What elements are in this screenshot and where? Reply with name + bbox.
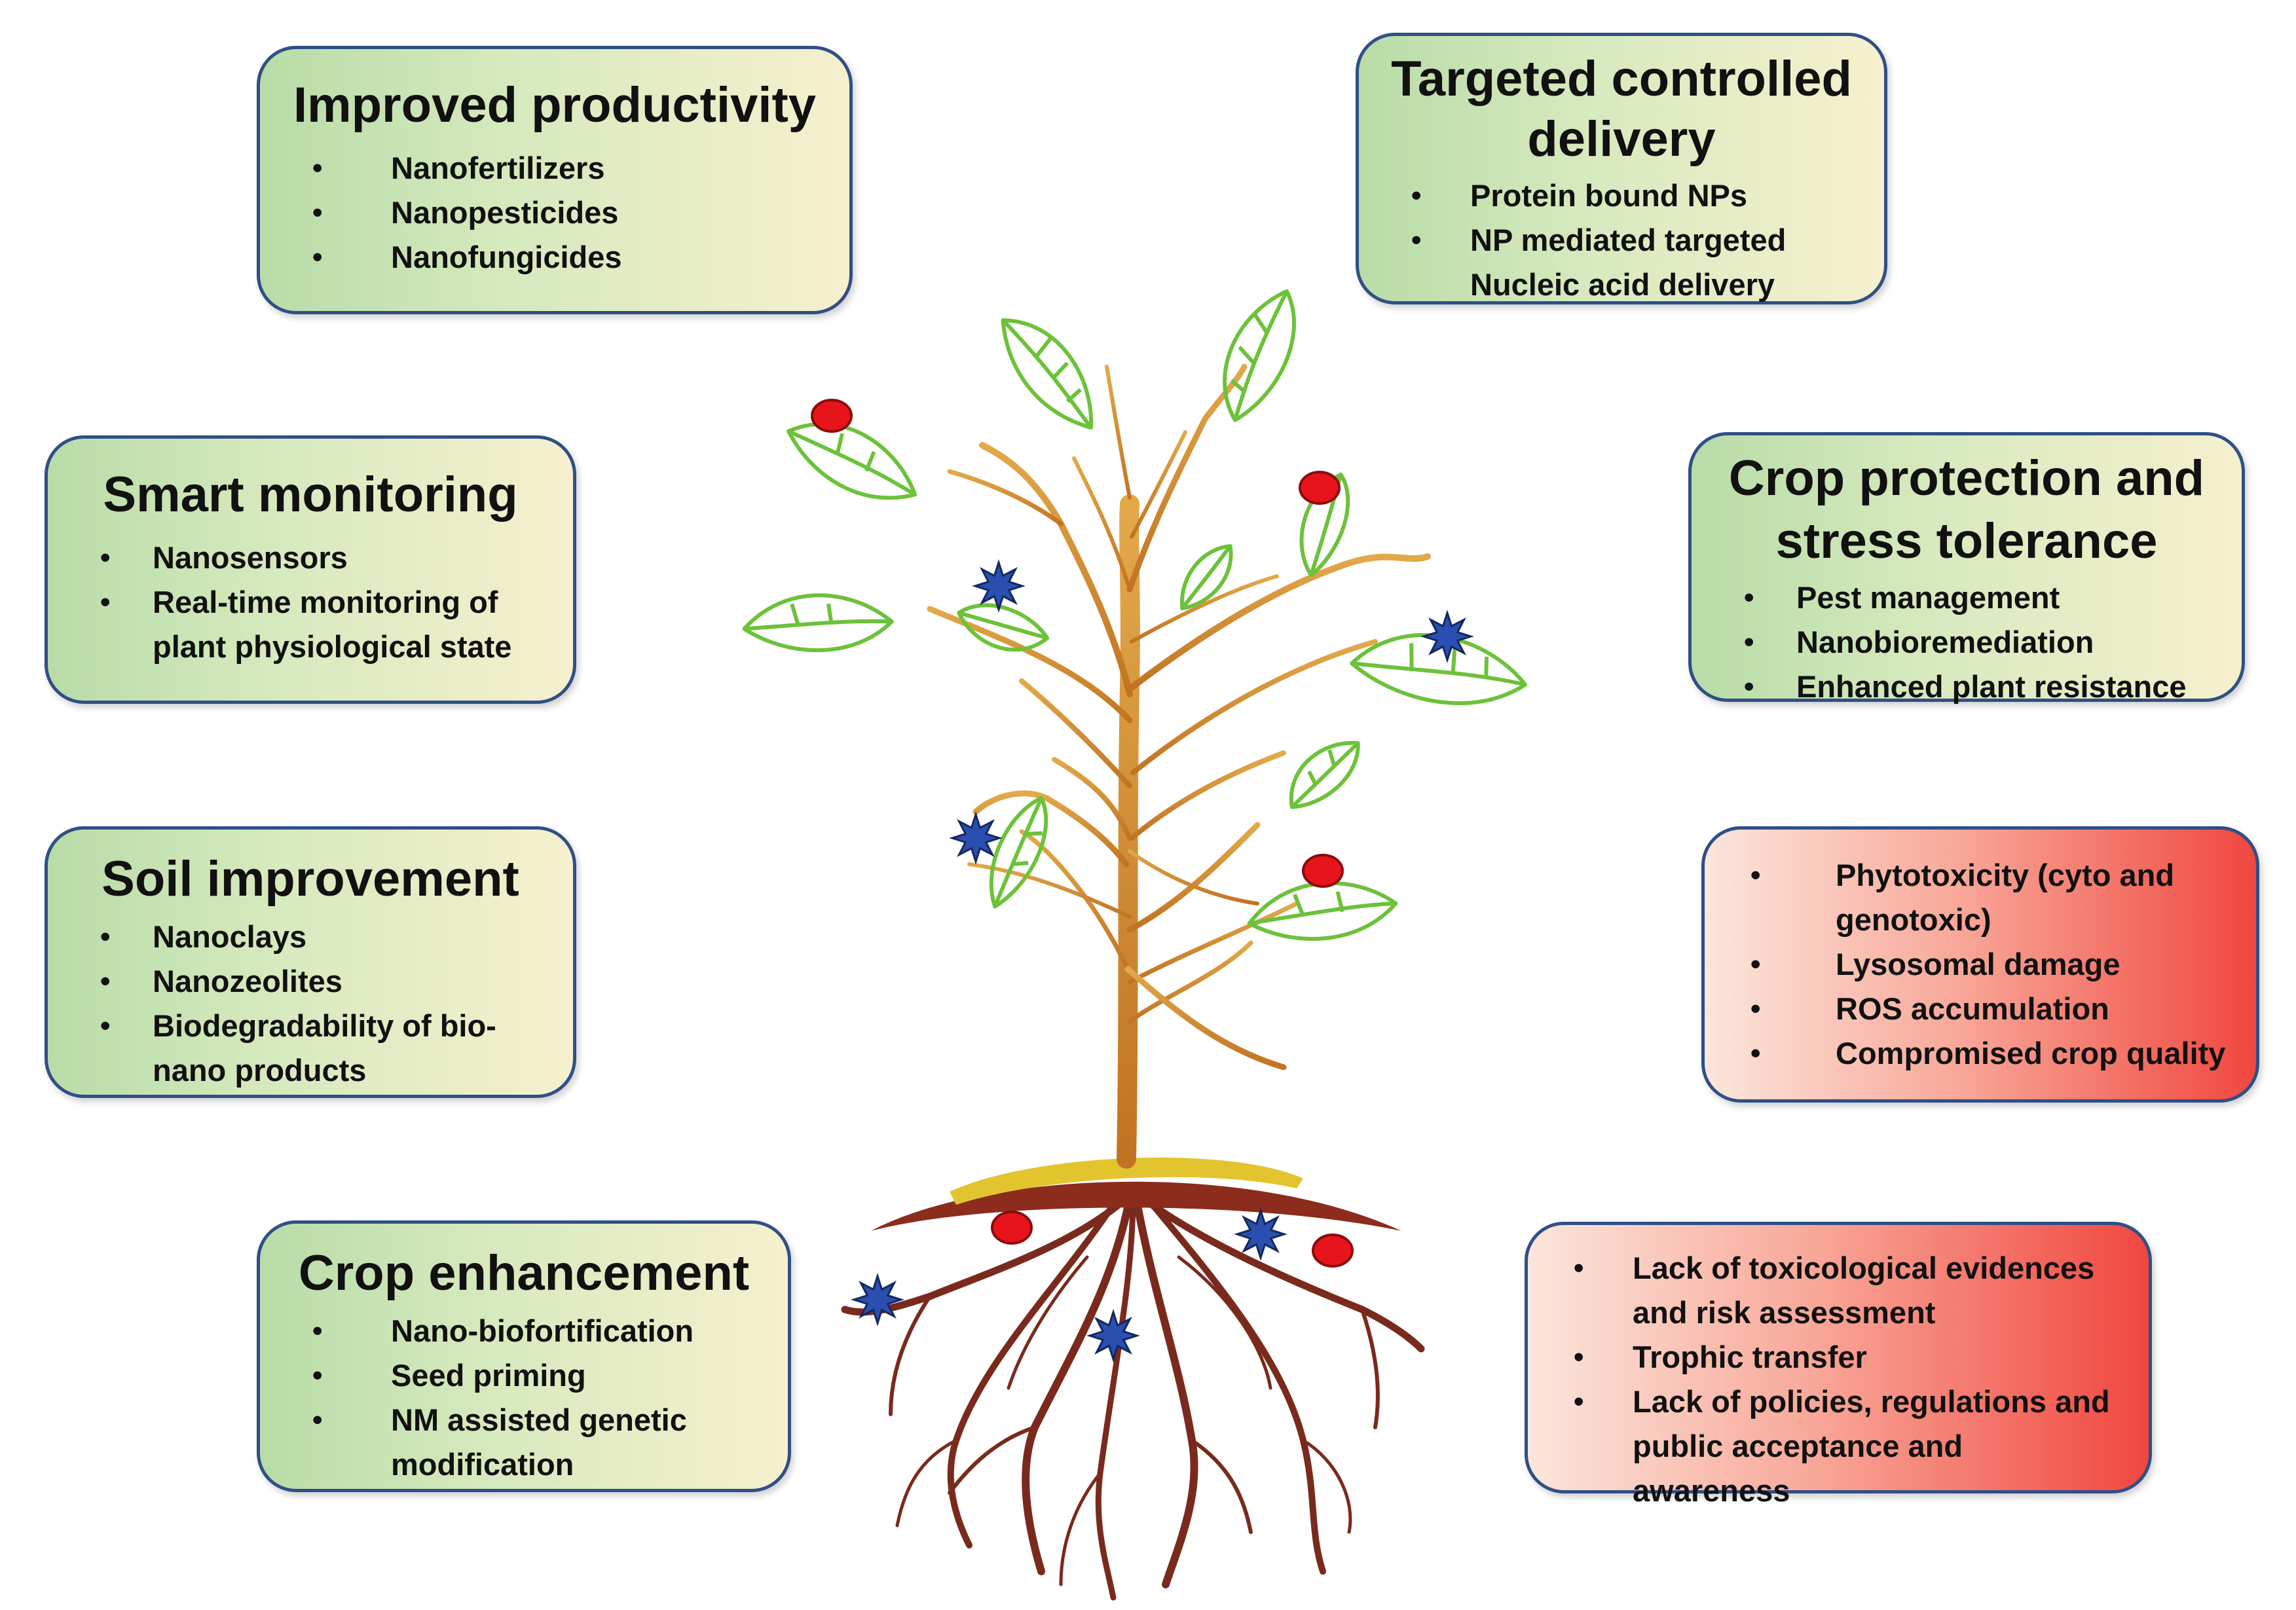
- crop-protection-box: Crop protection and stress tolerance Pes…: [1688, 432, 2245, 709]
- red-particle: [811, 399, 853, 433]
- trunk-branches: [927, 363, 1431, 1169]
- crop-protection-list: Pest management Nanobioremediation Enhan…: [1718, 576, 2215, 709]
- targeted-delivery-title-line1: Targeted controlled: [1391, 51, 1852, 107]
- red-particle: [1302, 854, 1344, 888]
- list-item: Pest management: [1718, 576, 2215, 620]
- blue-particle: [851, 1273, 904, 1326]
- crop-protection-title: Crop protection and stress tolerance: [1718, 447, 2215, 573]
- list-item: Lack of toxicological evidences: [1554, 1246, 2122, 1290]
- improved-productivity-title: Improved productivity: [293, 77, 817, 133]
- leaf: [989, 796, 1048, 909]
- list-item: Lack of policies, regulations and: [1554, 1380, 2122, 1424]
- list-item-continued: plant physiological state: [153, 629, 512, 664]
- list-item-continued: public acceptance and awareness: [1633, 1429, 1963, 1508]
- roots: [841, 1194, 1425, 1601]
- blue-particle: [1234, 1207, 1287, 1261]
- blue-particle: [1086, 1309, 1140, 1363]
- list-item: Nanosensors: [74, 536, 547, 580]
- list-item: Nanoclays: [74, 915, 547, 959]
- crop-protection-title-line1: Crop protection and: [1728, 450, 2205, 506]
- risks-box: Lack of toxicological evidences and risk…: [1525, 1222, 2152, 1508]
- improved-productivity-list: Nanofertilizers Nanopesticides Nanofungi…: [286, 146, 823, 280]
- list-item: NM assisted genetic: [286, 1398, 762, 1442]
- blue-particle: [949, 811, 1003, 865]
- list-item: Lysosomal damage: [1731, 942, 2230, 987]
- blue-particle: [972, 559, 1026, 613]
- leaf: [1350, 633, 1528, 705]
- soil-layer: [871, 1181, 1401, 1231]
- list-item: Compromised crop quality: [1731, 1031, 2230, 1076]
- leaf: [957, 603, 1050, 652]
- list-item-continued: genotoxic): [1836, 902, 1991, 937]
- red-particle: [1299, 471, 1341, 505]
- crop-enhancement-title: Crop enhancement: [298, 1245, 750, 1301]
- crop-protection-title-line2: stress tolerance: [1775, 513, 2158, 569]
- list-item: Protein bound NPs: [1385, 174, 1858, 218]
- targeted-delivery-title-line2: delivery: [1527, 111, 1716, 167]
- list-item: Phytotoxicity (cyto and: [1731, 853, 2230, 898]
- list-item: Nanofertilizers: [286, 146, 823, 191]
- list-item: Nanobioremediation: [1718, 620, 2215, 665]
- smart-monitoring-title: Smart monitoring: [103, 467, 518, 522]
- list-item: Seed priming: [286, 1353, 762, 1398]
- list-item: Biodegradability of bio-: [74, 1004, 547, 1048]
- blue-particle: [1420, 610, 1474, 663]
- list-item: Enhanced plant resistance: [1718, 665, 2215, 709]
- leaf: [742, 593, 894, 653]
- list-item-continued: Nucleic acid delivery: [1470, 267, 1775, 302]
- targeted-delivery-title: Targeted controlled delivery: [1385, 49, 1858, 170]
- list-item: Nanofungicides: [286, 235, 823, 280]
- leaves: [742, 289, 1528, 941]
- soil-improvement-list: Nanoclays Nanozeolites Biodegradability …: [74, 915, 547, 1093]
- leaf: [1179, 544, 1233, 611]
- targeted-delivery-box: Targeted controlled delivery Protein bou…: [1356, 33, 1887, 304]
- list-item: ROS accumulation: [1731, 987, 2230, 1031]
- list-item-continued: and risk assessment: [1633, 1295, 1936, 1330]
- list-item: Nano-biofortification: [286, 1309, 762, 1353]
- list-item: Trophic transfer: [1554, 1335, 2122, 1380]
- red-particle: [991, 1211, 1033, 1245]
- phytotoxicity-list: Phytotoxicity (cyto and genotoxic) Lysos…: [1731, 853, 2230, 1076]
- improved-productivity-box: Improved productivity Nanofertilizers Na…: [257, 46, 853, 314]
- list-item: Real-time monitoring of: [74, 580, 547, 625]
- smart-monitoring-box: Smart monitoring Nanosensors Real-time m…: [45, 435, 576, 704]
- soil-improvement-title: Soil improvement: [102, 851, 519, 907]
- grass-layer: [950, 1157, 1303, 1205]
- red-particle: [1312, 1234, 1354, 1268]
- crop-enhancement-list: Nano-biofortification Seed priming NM as…: [286, 1309, 762, 1487]
- leaf: [1289, 741, 1360, 809]
- blue-nanoparticles: [851, 559, 1474, 1363]
- list-item: Nanopesticides: [286, 191, 823, 235]
- leaf: [1001, 318, 1093, 430]
- crop-enhancement-box: Crop enhancement Nano-biofortification S…: [257, 1220, 791, 1492]
- phytotoxicity-box: Phytotoxicity (cyto and genotoxic) Lysos…: [1701, 826, 2259, 1103]
- soil-improvement-box: Soil improvement Nanoclays Nanozeolites …: [45, 826, 576, 1098]
- red-nanoparticles: [811, 399, 1354, 1268]
- leaf: [1247, 881, 1398, 941]
- leaf: [1223, 289, 1296, 422]
- targeted-delivery-list: Protein bound NPs NP mediated targeted N…: [1385, 174, 1858, 307]
- list-item-continued: nano products: [153, 1053, 367, 1088]
- leaf: [787, 422, 917, 500]
- risks-list: Lack of toxicological evidences and risk…: [1554, 1246, 2122, 1513]
- smart-monitoring-list: Nanosensors Real-time monitoring of plan…: [74, 536, 547, 669]
- list-item-continued: modification: [391, 1447, 574, 1482]
- list-item: NP mediated targeted: [1385, 218, 1858, 263]
- list-item: Nanozeolites: [74, 959, 547, 1004]
